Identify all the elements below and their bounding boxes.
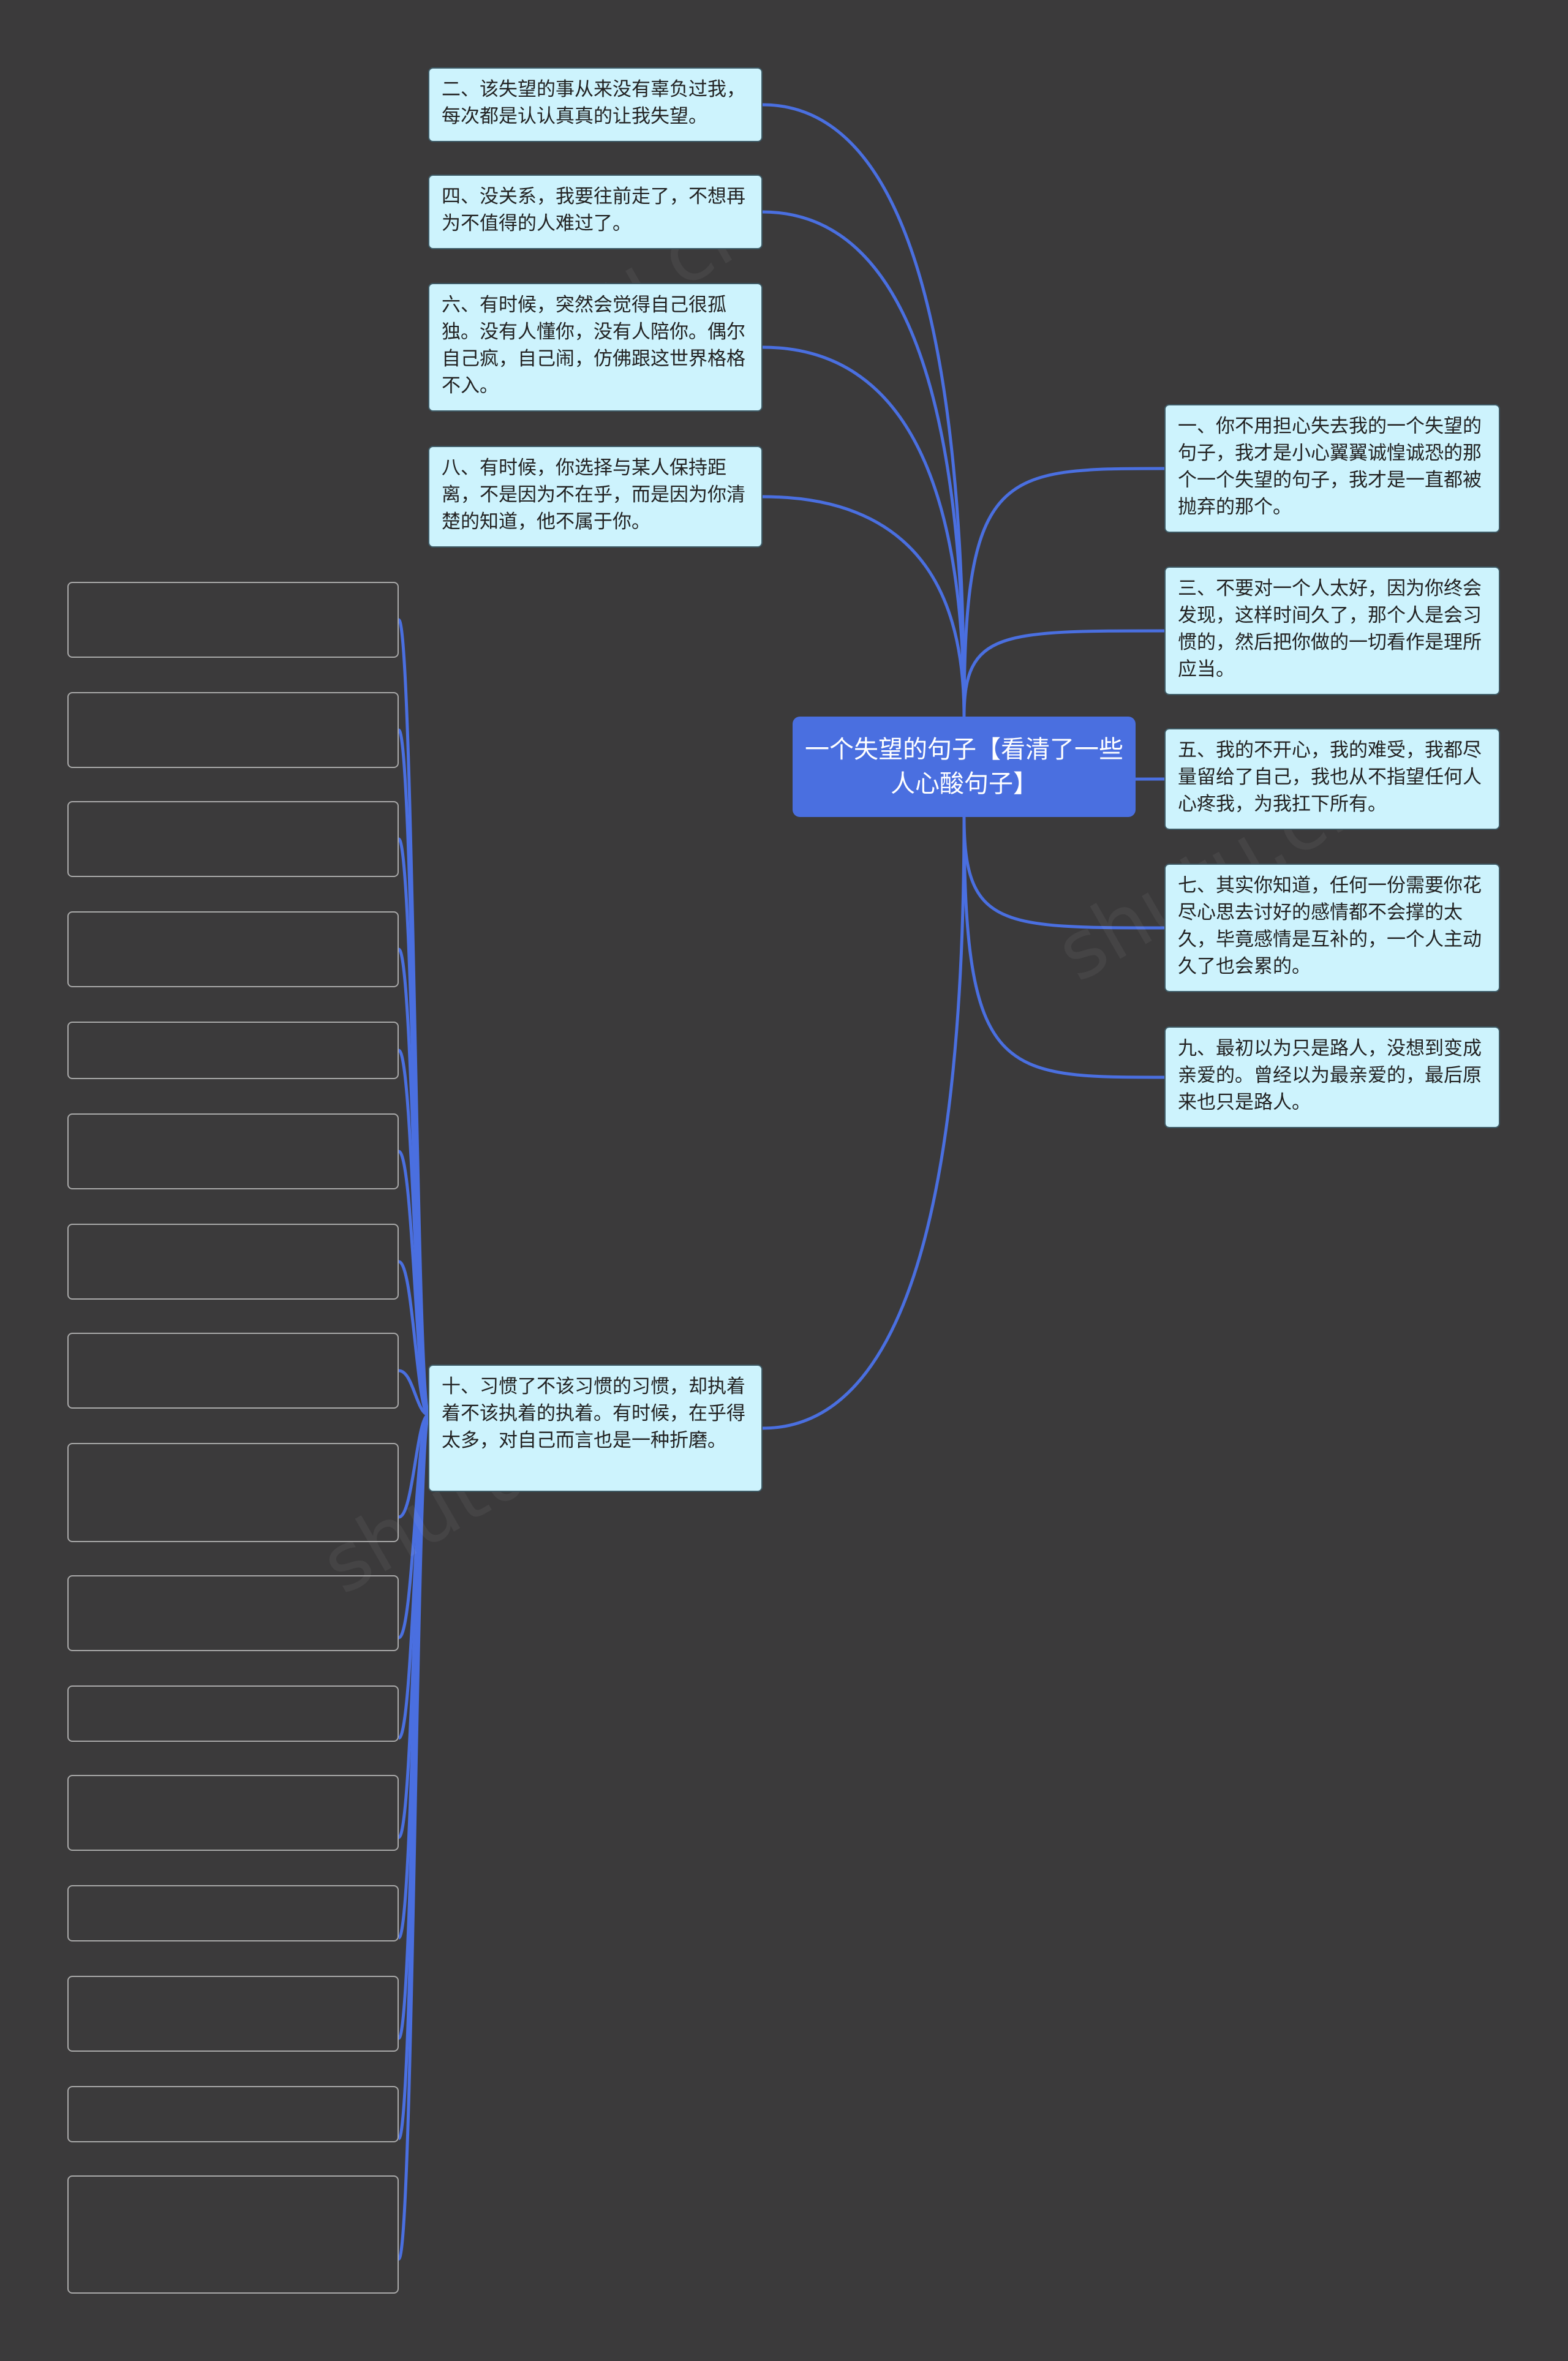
sub-node[interactable] [67, 1885, 399, 1941]
root-topic-label: 一个失望的句子【看清了一些人心酸句子】 [805, 736, 1123, 798]
sub-node-connector [397, 1413, 431, 2261]
sub-node[interactable] [67, 1775, 399, 1851]
branch-node-label: 五、我的不开心，我的难受，我都尽量留给了自己，我也从不指望任何人心疼我，为我扛下… [1178, 739, 1482, 815]
sub-node[interactable] [67, 1113, 399, 1189]
branch-node-1[interactable]: 一、你不用担心失去我的一个失望的句子，我才是小心翼翼诚惶诚恐的那个一个失望的句子… [1164, 404, 1500, 533]
branch-node-label: 七、其实你知道，任何一份需要你花尽心思去讨好的感情都不会撑的太久，毕竟感情是互补… [1178, 875, 1482, 977]
root-connector [762, 816, 966, 1430]
branch-node-label: 十、习惯了不该习惯的习惯，却执着着不该执着的执着。有时候，在乎得太多，对自己而言… [442, 1376, 745, 1452]
root-topic[interactable]: 一个失望的句子【看清了一些人心酸句子】 [793, 717, 1136, 817]
branch-node-6[interactable]: 六、有时候，突然会觉得自己很孤独。没有人懂你，没有人陪你。偶尔自己疯，自己闹，仿… [428, 283, 763, 412]
sub-node[interactable] [67, 801, 399, 877]
root-connector [762, 495, 966, 717]
branch-node-label: 一、你不用担心失去我的一个失望的句子，我才是小心翼翼诚惶诚恐的那个一个失望的句子… [1178, 415, 1482, 518]
root-connector [762, 103, 966, 717]
sub-node[interactable] [67, 1443, 399, 1542]
branch-node-9[interactable]: 九、最初以为只是路人，没想到变成亲爱的。曾经以为最亲爱的，最后原来也只是路人。 [1164, 1026, 1500, 1128]
branch-node-8[interactable]: 八、有时候，你选择与某人保持距离，不是因为不在乎，而是因为你清楚的知道，他不属于… [428, 446, 763, 548]
sub-node[interactable] [67, 1224, 399, 1300]
sub-node[interactable] [67, 692, 399, 768]
sub-node[interactable] [67, 1976, 399, 2052]
branch-node-label: 九、最初以为只是路人，没想到变成亲爱的。曾经以为最亲爱的，最后原来也只是路人。 [1178, 1037, 1482, 1113]
branch-node-2[interactable]: 二、该失望的事从来没有辜负过我，每次都是认认真真的让我失望。 [428, 67, 763, 142]
branch-node-label: 八、有时候，你选择与某人保持距离，不是因为不在乎，而是因为你清楚的知道，他不属于… [442, 457, 745, 533]
branch-node-label: 四、没关系，我要往前走了，不想再为不值得的人难过了。 [442, 186, 745, 235]
root-connector [762, 345, 966, 717]
branch-node-label: 三、不要对一个人太好，因为你终会发现，这样时间久了，那个人是会习惯的，然后把你做… [1178, 578, 1482, 680]
root-connector [962, 629, 1165, 717]
sub-node[interactable] [67, 911, 399, 987]
sub-node[interactable] [67, 2175, 399, 2294]
sub-node-connector [398, 1260, 430, 1417]
branch-node-3[interactable]: 三、不要对一个人太好，因为你终会发现，这样时间久了，那个人是会习惯的，然后把你做… [1164, 567, 1500, 695]
sub-node-connector [398, 1369, 429, 1417]
sub-node[interactable] [67, 2086, 399, 2142]
sub-node[interactable] [67, 1685, 399, 1742]
branch-node-7[interactable]: 七、其实你知道，任何一份需要你花尽心思去讨好的感情都不会撑的太久，毕竟感情是互补… [1164, 864, 1500, 992]
branch-node-label: 二、该失望的事从来没有辜负过我，每次都是认认真真的让我失望。 [442, 78, 745, 127]
branch-node-label: 六、有时候，突然会觉得自己很孤独。没有人懂你，没有人陪你。偶尔自己疯，自己闹，仿… [442, 294, 745, 397]
root-connector [962, 816, 1165, 930]
sub-node[interactable] [67, 1333, 399, 1409]
branch-node-5[interactable]: 五、我的不开心，我的难受，我都尽量留给了自己，我也从不指望任何人心疼我，为我扛下… [1164, 728, 1500, 830]
root-connector [762, 210, 966, 717]
sub-node[interactable] [67, 1575, 399, 1651]
root-connector [962, 467, 1165, 717]
sub-node[interactable] [67, 582, 399, 658]
root-connector [962, 816, 1165, 1079]
branch-node-10[interactable]: 十、习惯了不该习惯的习惯，却执着着不该执着的执着。有时候，在乎得太多，对自己而言… [428, 1365, 763, 1492]
branch-node-4[interactable]: 四、没关系，我要往前走了，不想再为不值得的人难过了。 [428, 175, 763, 249]
sub-node[interactable] [67, 1022, 399, 1079]
